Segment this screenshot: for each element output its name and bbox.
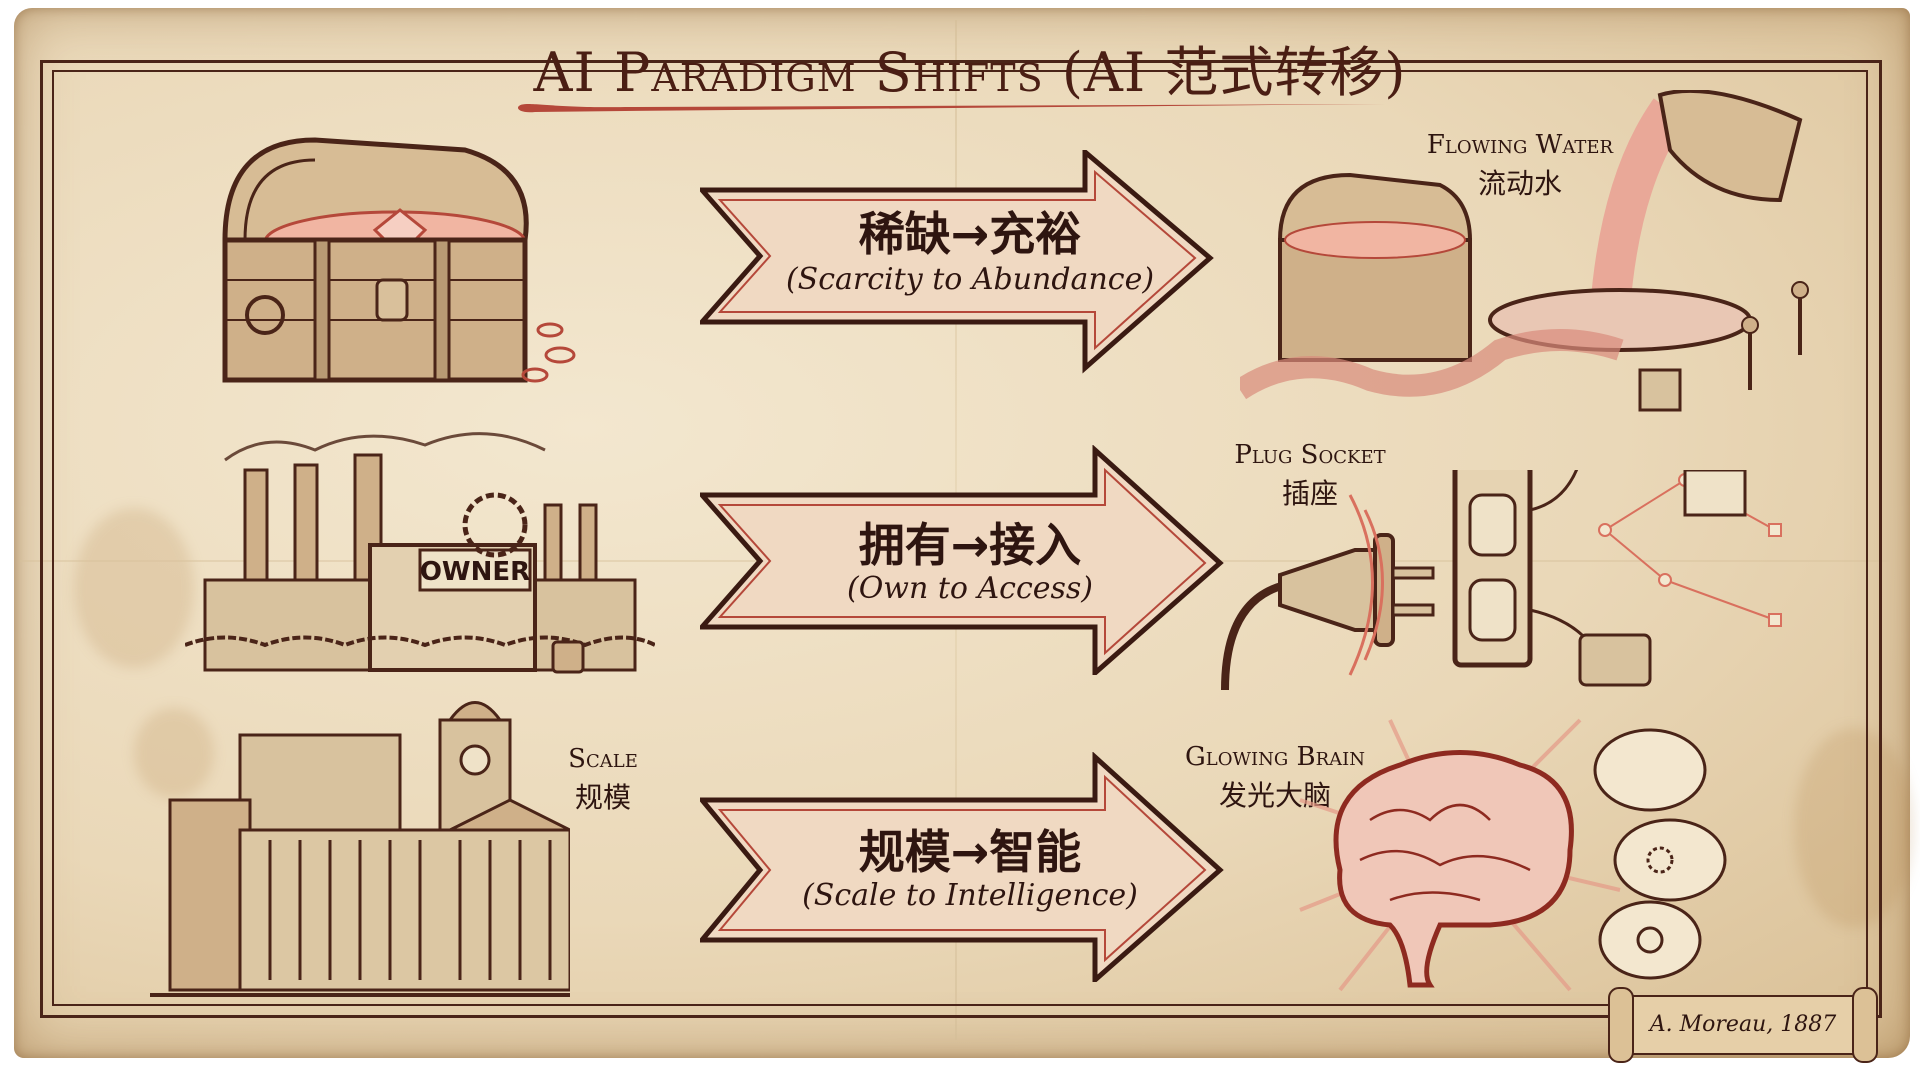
signature-text: A. Moreau, 1887	[1649, 1012, 1837, 1037]
flowing-water-label: Flowing Water 流动水	[1426, 130, 1614, 200]
plug-socket-illustration	[1221, 470, 1782, 691]
arrow-chinese-text: 拥有→接入	[858, 518, 1082, 572]
arrow-english-text: (Scale to Intelligence)	[802, 878, 1138, 913]
arrow-own-to-access: 拥有→接入 (Own to Access)	[700, 445, 1240, 675]
banner-arrow-shape	[700, 445, 1224, 675]
plug-socket-label: Plug Socket 插座	[1234, 440, 1386, 510]
arrow-chinese-text: 规模→智能	[858, 825, 1082, 879]
page-title: AI Paradigm Shifts (AI 范式转移)	[533, 41, 1407, 104]
flowing-water-illustration	[1240, 90, 1809, 412]
border-frame-inner	[52, 70, 1868, 1006]
banner-arrow-shape	[700, 752, 1224, 982]
arrow-scarcity-to-abundance: 稀缺→充裕 (Scarcity to Abundance)	[700, 150, 1240, 380]
treasure-chest-illustration	[222, 137, 576, 383]
title-underline-flourish	[517, 104, 1385, 113]
glowing-brain-label: Glowing Brain 发光大脑	[1184, 742, 1365, 812]
scale-label: Scale 规模	[568, 744, 638, 814]
border-frame-outer	[40, 60, 1882, 1018]
arrow-chinese-text: 稀缺→充裕	[858, 207, 1082, 261]
arrow-english-text: (Own to Access)	[846, 571, 1093, 606]
signature-scroll: A. Moreau, 1887	[1608, 987, 1878, 1063]
factory-owner-illustration: OWNER	[185, 432, 655, 674]
glowing-brain-illustration	[1299, 718, 1727, 992]
owner-sign: OWNER	[420, 557, 530, 587]
grand-building-illustration	[150, 701, 570, 997]
banner-arrow-shape	[700, 150, 1214, 374]
arrow-english-text: (Scarcity to Abundance)	[785, 262, 1155, 297]
arrow-scale-to-intelligence: 规模→智能 (Scale to Intelligence)	[700, 752, 1240, 982]
